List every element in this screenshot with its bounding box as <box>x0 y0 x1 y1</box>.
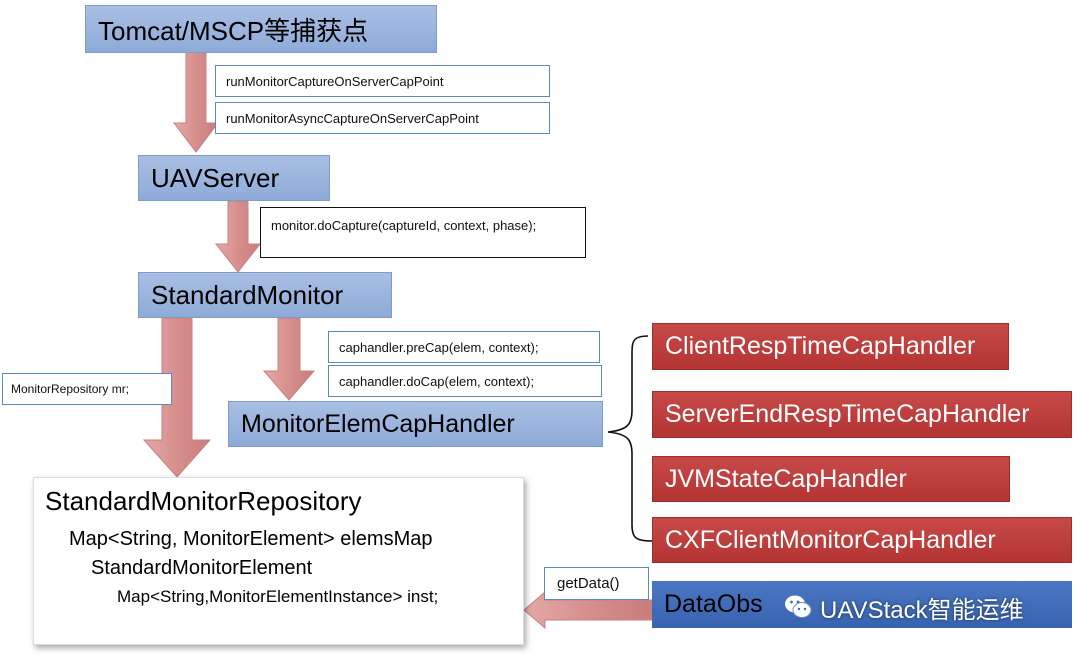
arrow-uavserver-to-standardmonitor <box>214 200 262 273</box>
note-run-async-capture: runMonitorAsyncCaptureOnServerCapPoint <box>215 102 550 134</box>
note-monitor-repository-text: MonitorRepository mr; <box>11 382 130 396</box>
uavserver-box: UAVServer <box>138 155 330 201</box>
note-do-capture: monitor.doCapture(captureId, context, ph… <box>260 207 586 258</box>
standard-monitor-repository-box: StandardMonitorRepository Map<String, Mo… <box>33 477 524 645</box>
standard-monitor-label: StandardMonitor <box>151 279 344 310</box>
uavserver-label: UAVServer <box>151 162 280 193</box>
note-monitor-repository: MonitorRepository mr; <box>2 373 172 405</box>
tomcat-capture-label: Tomcat/MSCP等捕获点 <box>98 15 369 46</box>
wechat-icon <box>784 593 812 621</box>
monitor-elem-cap-handler-label: MonitorElemCapHandler <box>241 409 515 438</box>
watermark-text: UAVStack智能运维 <box>820 596 1024 624</box>
curly-brace <box>607 335 653 542</box>
handler-client-resp-time: ClientRespTimeCapHandler <box>652 323 1009 370</box>
note-do-capture-text: monitor.doCapture(captureId, context, ph… <box>271 218 537 233</box>
arrow-tomcat-to-uavserver <box>172 51 220 153</box>
handler-server-end-resp-time-label: ServerEndRespTimeCapHandler <box>665 400 1030 428</box>
note-run-capture: runMonitorCaptureOnServerCapPoint <box>215 65 550 97</box>
note-pre-cap-text: caphandler.preCap(elem, context); <box>339 339 539 355</box>
handler-jvm-state: JVMStateCapHandler <box>652 456 1010 502</box>
arrow-standardmonitor-to-repository <box>142 317 212 478</box>
note-run-capture-text: runMonitorCaptureOnServerCapPoint <box>226 73 444 89</box>
arrow-standardmonitor-to-handler <box>262 317 316 401</box>
repository-line-inst-map: Map<String,MonitorElementInstance> inst; <box>117 587 439 606</box>
handler-server-end-resp-time: ServerEndRespTimeCapHandler <box>652 391 1072 438</box>
monitor-elem-cap-handler-box: MonitorElemCapHandler <box>228 401 603 447</box>
repository-title: StandardMonitorRepository <box>45 486 362 516</box>
data-observer-label: DataObs <box>664 590 763 618</box>
data-observer-box: DataObs <box>652 581 1072 628</box>
handler-cxf-client-monitor-label: CXFClientMonitorCapHandler <box>665 525 996 554</box>
handler-jvm-state-label: JVMStateCapHandler <box>665 464 907 493</box>
note-do-cap-text: caphandler.doCap(elem, context); <box>339 373 535 389</box>
note-pre-cap: caphandler.preCap(elem, context); <box>328 331 600 363</box>
repository-line-standard-element: StandardMonitorElement <box>91 557 313 579</box>
watermark: UAVStack智能运维 <box>784 590 1024 624</box>
note-get-data: getData() <box>544 567 649 600</box>
repository-line-elems-map: Map<String, MonitorElement> elemsMap <box>69 528 433 550</box>
handler-client-resp-time-label: ClientRespTimeCapHandler <box>665 332 976 360</box>
standard-monitor-box: StandardMonitor <box>138 272 392 318</box>
handler-cxf-client-monitor: CXFClientMonitorCapHandler <box>652 517 1072 563</box>
note-run-async-capture-text: runMonitorAsyncCaptureOnServerCapPoint <box>226 110 479 126</box>
tomcat-capture-box: Tomcat/MSCP等捕获点 <box>85 5 437 53</box>
note-do-cap: caphandler.doCap(elem, context); <box>328 365 602 397</box>
note-get-data-text: getData() <box>557 575 620 592</box>
